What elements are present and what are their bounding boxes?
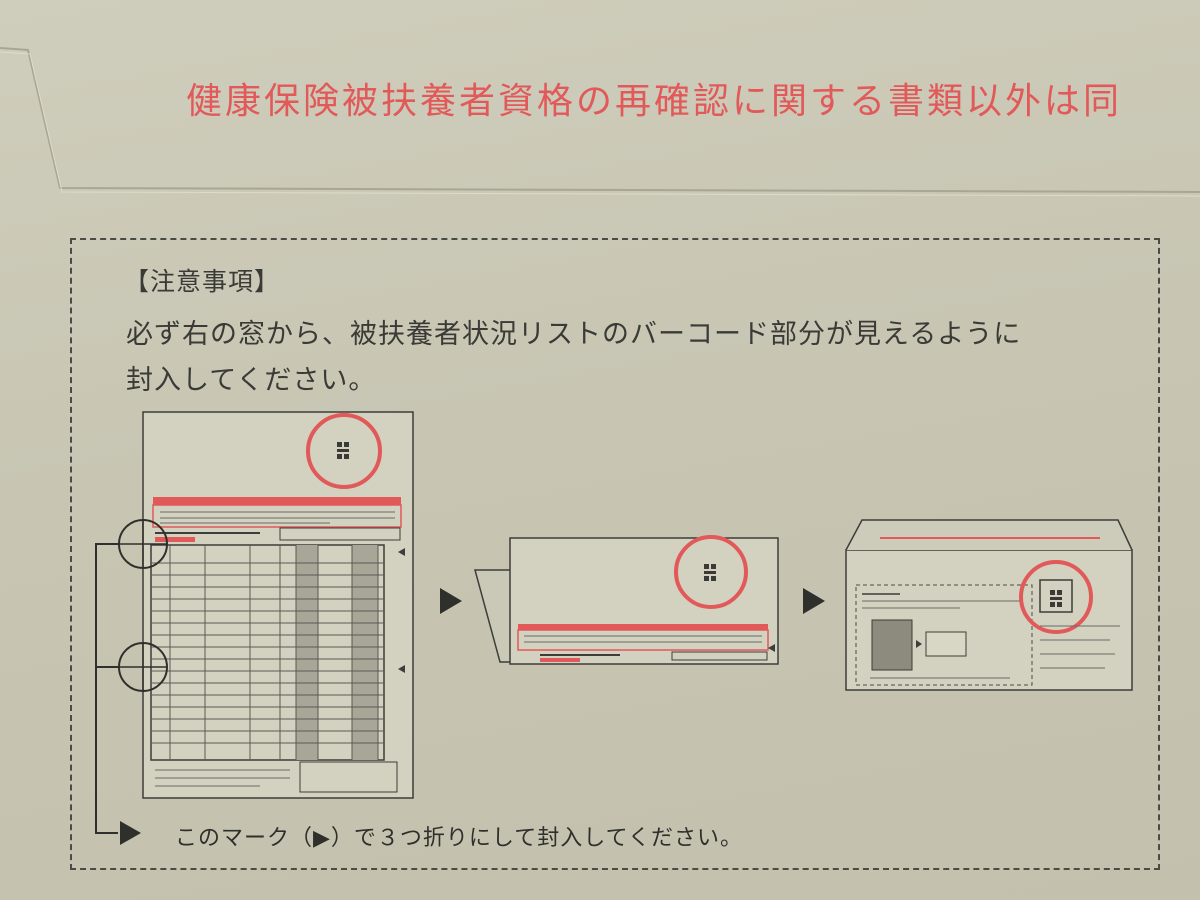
notice-instruction-line-1: 必ず右の窓から、被扶養者状況リストのバーコード部分が見えるように	[126, 319, 1022, 350]
step-arrow-icon-1	[440, 588, 462, 614]
step2-barcode-icon	[674, 535, 748, 609]
fold-instruction-text: このマーク（▶）で３つ折りにして封入してください。	[175, 826, 743, 851]
step3-envelope	[845, 519, 1133, 691]
notice-title: 【注意事項】	[124, 267, 281, 296]
fold-mark-guides	[95, 519, 168, 834]
step2-folded-document	[474, 535, 779, 665]
step3-barcode-icon	[1019, 560, 1093, 634]
step1-barcode-icon	[306, 413, 382, 489]
notice-dashed-box	[70, 238, 1160, 870]
envelope-flap	[0, 47, 1200, 197]
fold-arrow-icon	[120, 821, 141, 845]
envelope-warning-text: 健康保険被扶養者資格の再確認に関する書類以外は同	[186, 81, 1123, 122]
step1-full-document	[142, 411, 414, 799]
step-arrow-icon-2	[803, 588, 825, 614]
notice-instruction-line-2: 封入してください。	[126, 365, 377, 396]
